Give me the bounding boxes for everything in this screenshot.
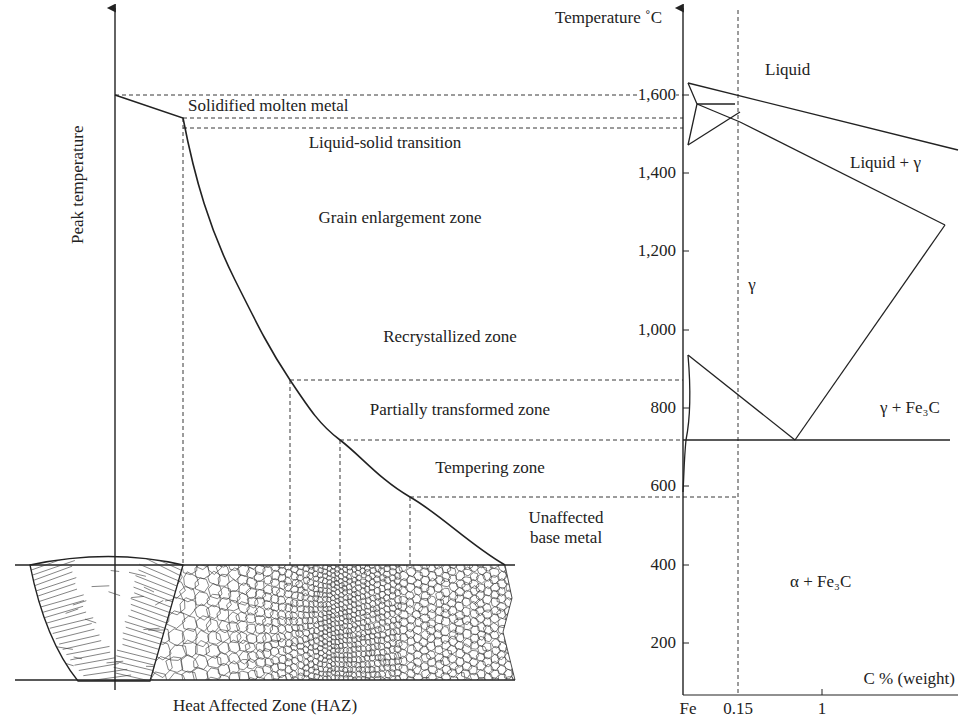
tick-label: 600 bbox=[651, 476, 677, 496]
tick-label: Fe bbox=[680, 699, 697, 719]
zone-label: Tempering zone bbox=[435, 458, 545, 478]
phase-boundaries bbox=[683, 83, 958, 492]
phase-label: γ + Fe₃C bbox=[880, 398, 940, 418]
guide-lines bbox=[115, 10, 738, 695]
phase-label: α + Fe₃C bbox=[790, 572, 851, 592]
carbon-axis bbox=[683, 694, 958, 695]
zone-label: Partially transformed zone bbox=[370, 400, 550, 420]
temperature-axis bbox=[682, 8, 683, 695]
axis-ticks bbox=[683, 95, 822, 695]
axis-label: C % (weight) bbox=[863, 669, 955, 689]
plate-outline bbox=[15, 557, 515, 682]
phase-label: γ bbox=[748, 275, 756, 295]
phase-label: Liquid + γ bbox=[850, 153, 921, 173]
zone-label: Recrystallized zone bbox=[383, 327, 517, 347]
zone-label: Grain enlargement zone bbox=[318, 208, 481, 228]
tick-label: 1,400 bbox=[638, 163, 676, 183]
tick-label: 200 bbox=[651, 633, 677, 653]
zone-label: Unaffected base metal bbox=[516, 508, 616, 547]
phase-label: Liquid bbox=[765, 60, 810, 80]
tick-label: 1,000 bbox=[638, 320, 676, 340]
weld-columnar-grains bbox=[30, 547, 183, 681]
tick-label: 400 bbox=[651, 555, 677, 575]
tick-label: 800 bbox=[651, 398, 677, 418]
grain-texture bbox=[132, 550, 529, 697]
zone-label: Liquid-solid transition bbox=[309, 133, 462, 153]
tick-label: 1 bbox=[818, 699, 827, 719]
tick-label: 0.15 bbox=[723, 699, 753, 719]
axis-label: Temperature ˚C bbox=[555, 8, 662, 28]
tick-label: 1,600 bbox=[638, 85, 676, 105]
peak-temperature-axis bbox=[114, 8, 115, 690]
axis-label: Peak temperature bbox=[68, 126, 88, 244]
tick-label: 1,200 bbox=[638, 241, 676, 261]
axis-label: Heat Affected Zone (HAZ) bbox=[173, 696, 357, 716]
zone-label: Solidified molten metal bbox=[188, 96, 349, 116]
